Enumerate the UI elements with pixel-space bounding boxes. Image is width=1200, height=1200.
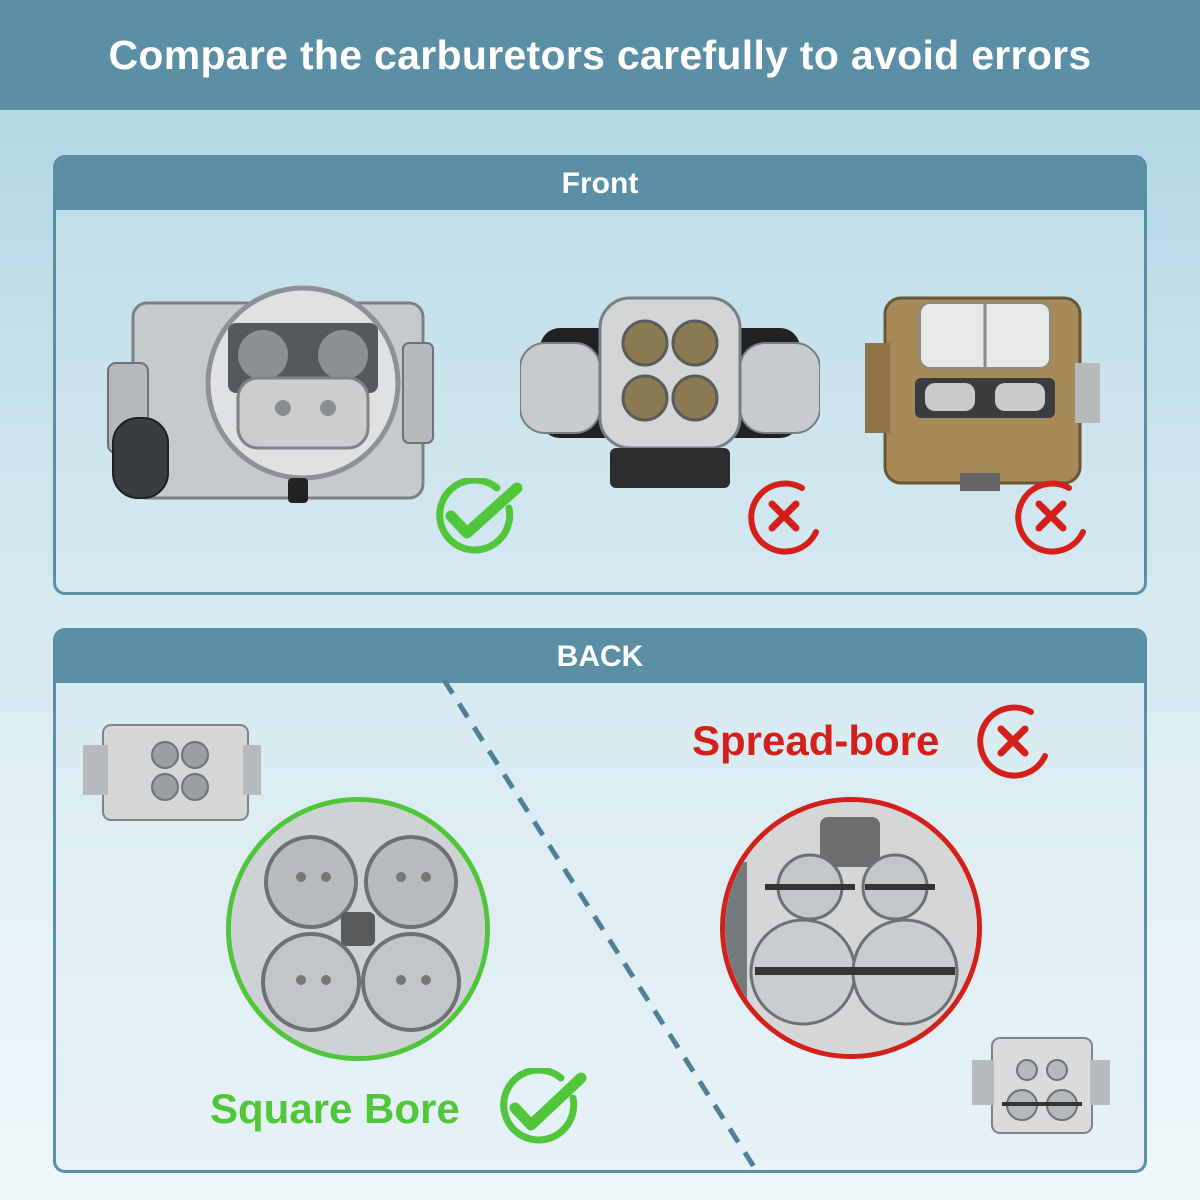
square-bore-closeup-image [231,802,485,1056]
spread-bore-closeup [720,797,982,1059]
front-panel-header: Front [56,158,1144,210]
square-bore-carburetor-front-image [107,285,434,503]
spread-bore-carburetor-thumbnail [972,1037,1110,1134]
top-banner: Compare the carburetors carefully to avo… [0,0,1200,110]
spread-bore-closeup-image [725,802,977,1054]
page-title: Compare the carburetors carefully to avo… [108,31,1092,78]
square-bore-closeup [226,797,490,1061]
check-icon [436,478,523,554]
section-divider [441,680,759,1172]
check-icon [500,1068,587,1144]
square-bore-label: Square Bore [210,1085,460,1132]
quadrajet-carburetor-front-image [865,296,1100,491]
cross-icon [748,480,819,555]
square-bore-carburetor-thumbnail [83,724,261,821]
back-panel-header: BACK [56,631,1144,683]
double-pumper-carburetor-front-image [520,296,820,488]
cross-icon [1015,480,1086,555]
cross-icon [977,704,1048,779]
spread-bore-label: Spread-bore [692,717,940,764]
